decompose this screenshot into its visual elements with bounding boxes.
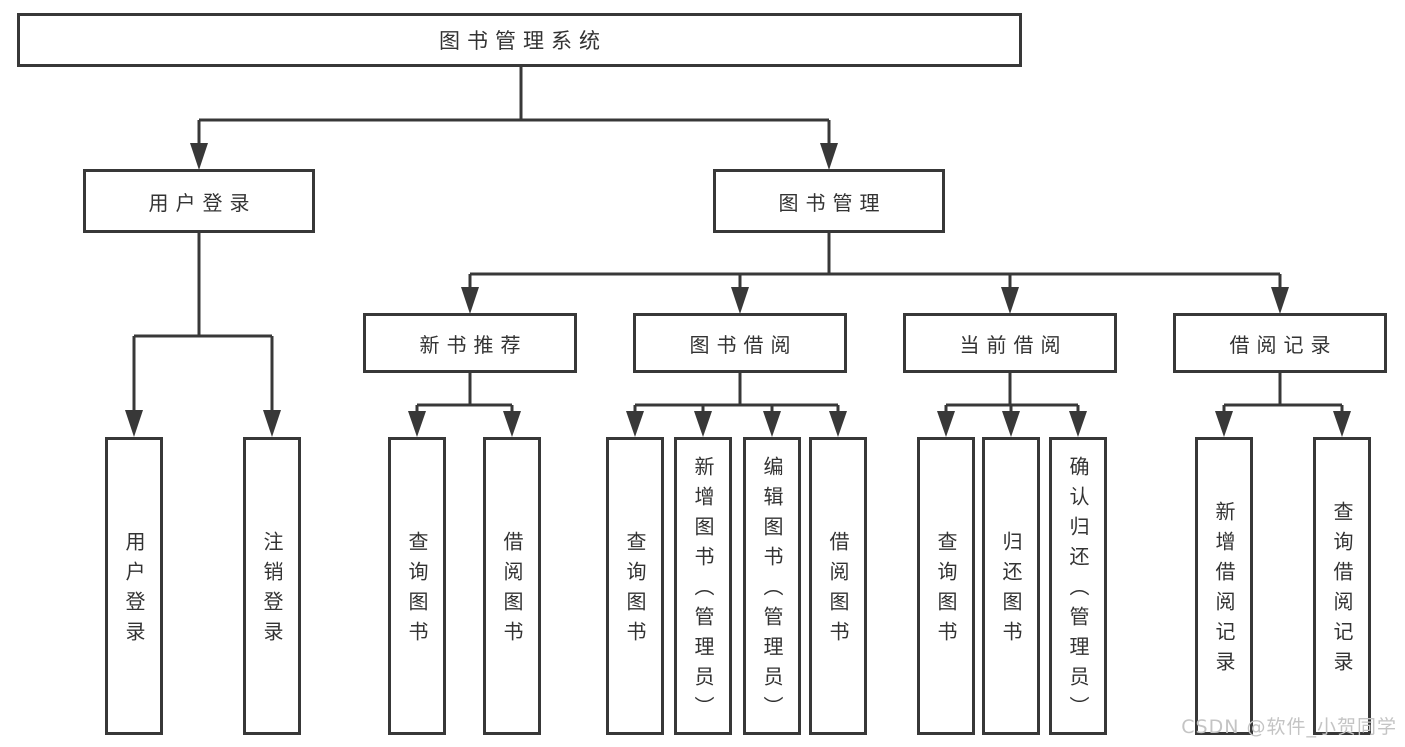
leaf-query-borrow-record: 查询借阅记录	[1313, 437, 1371, 735]
leaf-query-book-borrowing: 查询图书	[606, 437, 664, 735]
node-current-borrowing-label: 当前借阅	[959, 332, 1068, 357]
node-current-borrowing: 当前借阅	[903, 313, 1117, 373]
leaf-return-book: 归还图书	[982, 437, 1040, 735]
node-root: 图书管理系统	[17, 13, 1022, 67]
leaf-query-book-recommend-label: 查询图书	[405, 531, 429, 651]
leaf-logout-login-label: 注销登录	[260, 531, 284, 651]
node-book-borrowing: 图书借阅	[633, 313, 847, 373]
leaf-add-book-admin-label: 新增图书（管理员）	[691, 456, 715, 726]
leaf-borrow-book-borrowing-label: 借阅图书	[826, 531, 850, 651]
leaf-return-book-label: 归还图书	[999, 531, 1023, 651]
leaf-user-login-label: 用户登录	[122, 531, 146, 651]
node-user-login-label: 用户登录	[148, 190, 257, 215]
node-new-book-recommend: 新书推荐	[363, 313, 577, 373]
node-borrowing-records-label: 借阅记录	[1229, 332, 1338, 357]
leaf-query-book-borrowing-label: 查询图书	[623, 531, 647, 651]
node-root-label: 图书管理系统	[439, 29, 607, 53]
leaf-query-borrow-record-label: 查询借阅记录	[1330, 501, 1354, 681]
node-user-login: 用户登录	[83, 169, 315, 233]
leaf-add-borrow-record-label: 新增借阅记录	[1212, 501, 1236, 681]
leaf-edit-book-admin: 编辑图书（管理员）	[743, 437, 801, 735]
leaf-logout-login: 注销登录	[243, 437, 301, 735]
node-book-borrowing-label: 图书借阅	[689, 332, 798, 357]
leaf-add-book-admin: 新增图书（管理员）	[674, 437, 732, 735]
leaf-confirm-return-admin: 确认归还（管理员）	[1049, 437, 1107, 735]
leaf-query-book-recommend: 查询图书	[388, 437, 446, 735]
leaf-query-book-current: 查询图书	[917, 437, 975, 735]
leaf-confirm-return-admin-label: 确认归还（管理员）	[1066, 456, 1090, 726]
node-book-management-label: 图书管理	[778, 190, 887, 215]
watermark: CSDN @软件_小贺同学	[1181, 716, 1397, 738]
leaf-query-book-current-label: 查询图书	[934, 531, 958, 651]
leaf-borrow-book-recommend-label: 借阅图书	[500, 531, 524, 651]
node-borrowing-records: 借阅记录	[1173, 313, 1387, 373]
leaf-add-borrow-record: 新增借阅记录	[1195, 437, 1253, 735]
leaf-edit-book-admin-label: 编辑图书（管理员）	[760, 456, 784, 726]
leaf-borrow-book-recommend: 借阅图书	[483, 437, 541, 735]
leaf-borrow-book-borrowing: 借阅图书	[809, 437, 867, 735]
leaf-user-login: 用户登录	[105, 437, 163, 735]
node-new-book-recommend-label: 新书推荐	[419, 332, 528, 357]
node-book-management: 图书管理	[713, 169, 945, 233]
